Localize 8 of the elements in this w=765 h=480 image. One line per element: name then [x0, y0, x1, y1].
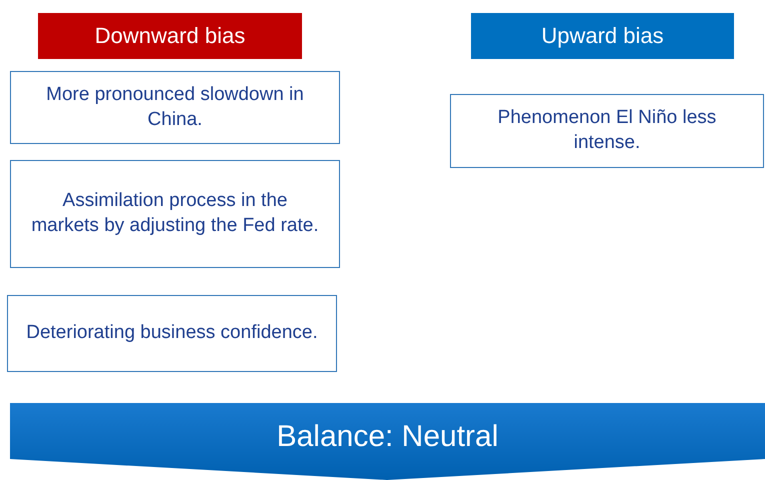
text-box: Deteriorating business confidence. [7, 295, 337, 372]
category-header: Downward bias [38, 13, 302, 59]
text-box: Phenomenon El Niño less intense. [450, 94, 764, 168]
banner-text: Balance: Neutral [276, 420, 498, 454]
category-header: Upward bias [471, 13, 734, 59]
text-box: Assimilation process in the markets by adjusting the Fed rate. [10, 160, 340, 268]
balance-banner [10, 403, 765, 480]
text-box: More pronounced slowdown in China. [10, 71, 340, 144]
